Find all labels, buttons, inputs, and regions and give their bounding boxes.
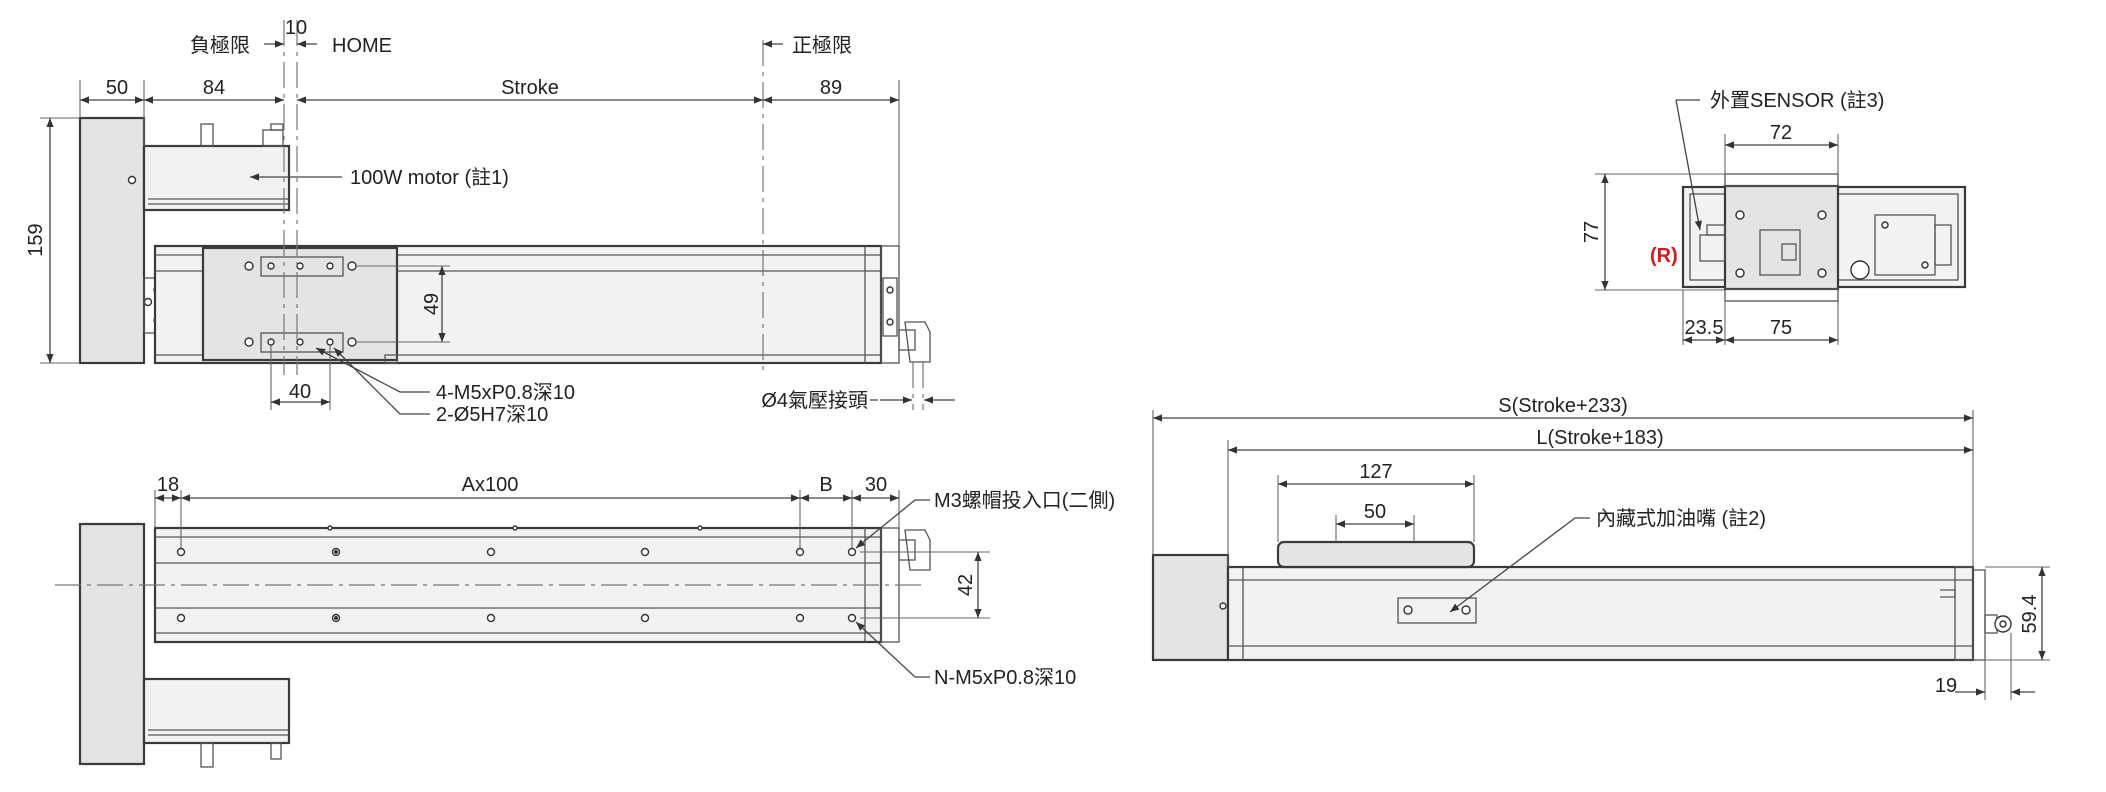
dim-30: 30	[865, 474, 887, 496]
dim-40: 40	[289, 381, 311, 403]
bottom-view: 18 Ax100 B 30 M3螺帽投入口(二側) 42 N-M5xP0.8深1…	[55, 474, 1115, 768]
label-home: HOME	[332, 35, 392, 57]
dim-s: S(Stroke+233)	[1498, 395, 1628, 417]
side-view: S(Stroke+233) L(Stroke+183) 127 50 內藏式加油…	[1151, 395, 2050, 700]
dim-49: 49	[421, 293, 443, 315]
dim-72: 72	[1770, 122, 1792, 144]
label-air: Ø4氣壓接頭	[761, 389, 868, 412]
label-n: N-M5xP0.8深10	[934, 666, 1076, 689]
dim-59-4: 59.4	[2019, 595, 2041, 634]
dim-10: 10	[285, 17, 307, 39]
dim-b: B	[819, 474, 832, 496]
dim-50-top: 50	[106, 77, 128, 99]
dim-75: 75	[1770, 317, 1792, 339]
label-neg-limit: 負極限	[190, 34, 250, 57]
dim-50-side: 50	[1364, 501, 1386, 523]
dim-89: 89	[820, 77, 842, 99]
side-carriage	[1276, 540, 1476, 569]
dim-127: 127	[1359, 461, 1392, 483]
side-end-plate	[1151, 553, 1230, 662]
side-grease-plate	[1397, 597, 1477, 624]
label-tap: 4-M5xP0.8深10	[436, 381, 575, 404]
label-grease: 內藏式加油嘴 (註2)	[1596, 507, 1766, 530]
dim-19: 19	[1935, 675, 1957, 697]
bottom-motor	[142, 677, 291, 745]
top-view: 50 84 10 負極限 HOME Stroke 正極限 89 159 100W…	[25, 17, 955, 426]
dim-stroke: Stroke	[501, 77, 559, 99]
label-pin: 2-Ø5H7深10	[436, 403, 548, 426]
label-r: (R)	[1650, 245, 1678, 267]
label-motor: 100W motor (註1)	[350, 166, 509, 189]
label-pos-limit: 正極限	[792, 34, 852, 57]
dim-a100: Ax100	[462, 474, 519, 496]
dim-159: 159	[25, 223, 47, 256]
dim-42: 42	[955, 574, 977, 596]
dim-84: 84	[203, 77, 225, 99]
label-m3: M3螺帽投入口(二側)	[934, 489, 1115, 512]
bottom-holes	[176, 525, 857, 623]
dim-23-5: 23.5	[1685, 317, 1724, 339]
dim-77: 77	[1581, 221, 1603, 243]
dim-l: L(Stroke+183)	[1536, 427, 1663, 449]
dim-18: 18	[157, 474, 179, 496]
top-end-plate	[78, 116, 146, 365]
label-sensor: 外置SENSOR (註3)	[1710, 89, 1884, 112]
top-motor	[142, 144, 291, 212]
bottom-end-plate	[78, 522, 146, 766]
end-view: 外置SENSOR (註3) 72 77 (R) 23.5 75	[1581, 89, 1967, 345]
